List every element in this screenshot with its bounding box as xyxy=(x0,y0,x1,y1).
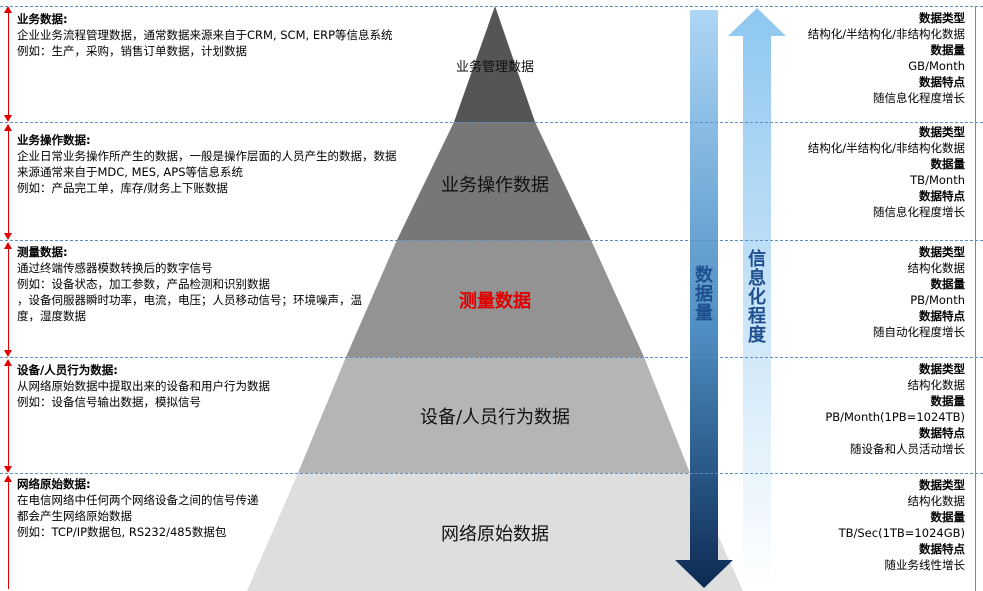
volume-value: GB/Month xyxy=(908,59,965,73)
block-line: 例如：TCP/IP数据包, RS232/485数据包 xyxy=(17,525,227,539)
left-block: 设备/人员行为数据: 从网络原始数据中提取出来的设备和用户行为数据 例如：设备信… xyxy=(17,362,397,410)
range-arrow-up-icon xyxy=(4,124,12,131)
range-arrow-down-icon xyxy=(4,466,12,473)
feature-key: 数据特点 xyxy=(919,426,965,440)
block-line: 从网络原始数据中提取出来的设备和用户行为数据 xyxy=(17,379,270,393)
volume-key: 数据量 xyxy=(930,510,966,524)
volume-value: TB/Sec(1TB=1024GB) xyxy=(838,526,965,540)
left-block: 网络原始数据: 在电信网络中任何两个网络设备之间的信号传递都会产生网络原始数据 … xyxy=(17,476,397,540)
pyramid-layer-4 xyxy=(298,357,690,473)
right-block: 数据类型 结构化数据 数据量 PB/Month(1PB=1024TB) 数据特点… xyxy=(735,361,965,457)
type-value: 结构化数据 xyxy=(907,494,966,508)
left-block: 业务操作数据: 企业日常业务操作所产生的数据，一般是操作层面的人员产生的数据，数… xyxy=(17,132,397,196)
type-key: 数据类型 xyxy=(919,362,965,376)
right-border-line xyxy=(975,6,976,591)
left-block: 测量数据: 通过终端传感器模数转换后的数字信号 例如：设备状态，加工参数，产品检… xyxy=(17,244,397,324)
pyramid-label: 业务操作数据 xyxy=(441,175,549,196)
block-line: 例如：设备信号输出数据，模拟信号 xyxy=(17,395,201,409)
pyramid-layer-3 xyxy=(346,240,644,357)
block-line: ，设备伺服器瞬时功率，电流，电压；人员移动信号；环境噪声，温度，湿度数据 xyxy=(17,293,362,323)
type-value: 结构化数据 xyxy=(907,261,966,275)
range-arrow-up-icon xyxy=(4,359,12,366)
left-block: 业务数据: 企业业务流程管理数据，通常数据来源来自于CRM, SCM, ERP等… xyxy=(17,11,397,59)
range-arrow-up-icon xyxy=(4,475,12,482)
volume-key: 数据量 xyxy=(930,43,966,57)
type-value: 结构化数据 xyxy=(907,378,966,392)
feature-key: 数据特点 xyxy=(919,75,965,89)
feature-value: 随自动化程度增长 xyxy=(873,325,965,339)
block-line: 例如：设备状态，加工参数，产品检测和识别数据 xyxy=(17,277,270,291)
feature-value: 随业务线性增长 xyxy=(884,558,966,572)
range-arrow-down-icon xyxy=(4,233,12,240)
pyramid-label: 网络原始数据 xyxy=(441,524,549,545)
block-line: 企业业务流程管理数据，通常数据来源来自于CRM, SCM, ERP等信息系统 xyxy=(17,28,393,42)
separator-line xyxy=(0,473,983,474)
range-marker xyxy=(8,361,9,471)
pyramid-label-highlight: 测量数据 xyxy=(459,291,531,312)
block-title: 业务操作数据: xyxy=(17,133,91,147)
data-volume-arrow xyxy=(675,10,733,588)
block-line: 例如：产品完工单，库存/财务上下账数据 xyxy=(17,181,228,195)
block-line: 例如：生产，采购，销售订单数据，计划数据 xyxy=(17,44,247,58)
separator-line xyxy=(0,357,983,358)
feature-key: 数据特点 xyxy=(919,309,965,323)
type-key: 数据类型 xyxy=(919,11,965,25)
info-level-arrow xyxy=(728,8,786,588)
info-level-label: 信息化程度 xyxy=(748,249,766,346)
pyramid-layer-2 xyxy=(397,122,591,240)
right-block: 数据类型 结构化/半结构化/非结构化数据 数据量 GB/Month 数据特点 随… xyxy=(735,10,965,106)
right-block: 数据类型 结构化数据 数据量 PB/Month 数据特点 随自动化程度增长 xyxy=(735,244,965,340)
pyramid-label: 设备/人员行为数据 xyxy=(419,407,571,428)
separator-line xyxy=(0,122,983,123)
pyramid-layer-1 xyxy=(454,6,535,122)
range-marker xyxy=(8,8,9,120)
feature-key: 数据特点 xyxy=(919,542,965,556)
type-key: 数据类型 xyxy=(919,125,965,139)
pyramid-label: 业务管理数据 xyxy=(455,60,534,75)
right-block: 数据类型 结构化数据 数据量 TB/Sec(1TB=1024GB) 数据特点 随… xyxy=(735,477,965,573)
range-marker xyxy=(8,244,9,355)
range-arrow-down-icon xyxy=(4,350,12,357)
volume-key: 数据量 xyxy=(930,157,966,171)
feature-value: 随信息化程度增长 xyxy=(873,91,965,105)
type-key: 数据类型 xyxy=(919,245,965,259)
type-value: 结构化/半结构化/非结构化数据 xyxy=(807,141,965,155)
separator-line xyxy=(0,6,983,7)
feature-value: 随设备和人员活动增长 xyxy=(850,442,965,456)
block-title: 业务数据: xyxy=(17,12,68,26)
range-marker xyxy=(8,126,9,238)
feature-value: 随信息化程度增长 xyxy=(873,205,965,219)
right-block: 数据类型 结构化/半结构化/非结构化数据 数据量 TB/Month 数据特点 随… xyxy=(735,124,965,220)
volume-value: TB/Month xyxy=(910,173,965,187)
pyramid-layer-5 xyxy=(247,473,743,591)
separator-line xyxy=(0,240,983,241)
block-line: 通过终端传感器模数转换后的数字信号 xyxy=(17,261,213,275)
feature-key: 数据特点 xyxy=(919,189,965,203)
volume-key: 数据量 xyxy=(930,394,966,408)
volume-value: PB/Month xyxy=(910,293,965,307)
block-title: 网络原始数据: xyxy=(17,477,91,491)
range-arrow-down-icon xyxy=(4,115,12,122)
data-volume-label: 数据量 xyxy=(695,265,713,324)
range-arrow-up-icon xyxy=(4,6,12,13)
block-title: 设备/人员行为数据: xyxy=(17,363,118,377)
block-line: 企业日常业务操作所产生的数据，一般是操作层面的人员产生的数据，数据来源通常来自于… xyxy=(17,149,397,179)
block-title: 测量数据: xyxy=(17,245,68,259)
range-arrow-up-icon xyxy=(4,242,12,249)
range-marker xyxy=(8,477,9,589)
volume-value: PB/Month(1PB=1024TB) xyxy=(825,410,965,424)
type-value: 结构化/半结构化/非结构化数据 xyxy=(807,27,965,41)
volume-key: 数据量 xyxy=(930,277,966,291)
type-key: 数据类型 xyxy=(919,478,965,492)
block-line: 在电信网络中任何两个网络设备之间的信号传递都会产生网络原始数据 xyxy=(17,493,259,523)
